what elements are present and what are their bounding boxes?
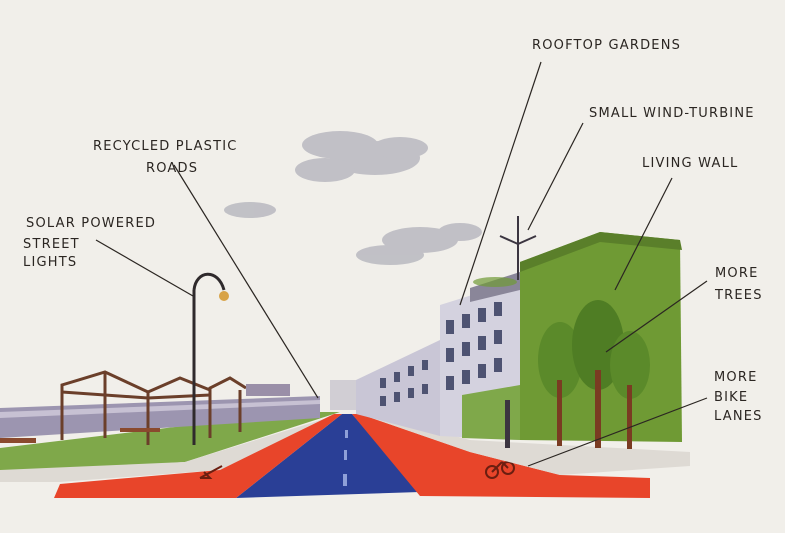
solar-street-light <box>192 272 226 445</box>
label-rooftop-gardens: ROOFTOP GARDENS <box>532 38 682 53</box>
label-recycled-plastic: RECYCLED PLASTIC <box>93 139 238 154</box>
label-small-wind-turbine: SMALL WIND-TURBINE <box>589 106 755 121</box>
right-bike-lane <box>352 414 650 498</box>
label-more-bike-2: BIKE <box>714 390 749 405</box>
clouds <box>224 131 482 265</box>
label-living-wall: LIVING WALL <box>642 156 739 171</box>
label-more-bike-1: MORE <box>714 370 758 385</box>
wind-turbine <box>499 216 537 280</box>
label-street: STREET <box>23 237 80 252</box>
left-pavement <box>0 414 346 482</box>
annotation-lines <box>95 61 708 467</box>
right-pavement <box>360 414 690 475</box>
label-more-trees-2: TREES <box>715 288 763 303</box>
left-grass <box>0 412 340 470</box>
label-more-trees-1: MORE <box>715 266 759 281</box>
trees <box>538 300 650 449</box>
road <box>236 414 420 498</box>
left-bike-lane <box>54 414 342 498</box>
label-roads: ROADS <box>146 161 199 176</box>
label-lights: LIGHTS <box>23 255 78 270</box>
label-solar-powered: SOLAR POWERED <box>26 216 157 231</box>
label-more-bike-3: LANES <box>714 409 763 424</box>
